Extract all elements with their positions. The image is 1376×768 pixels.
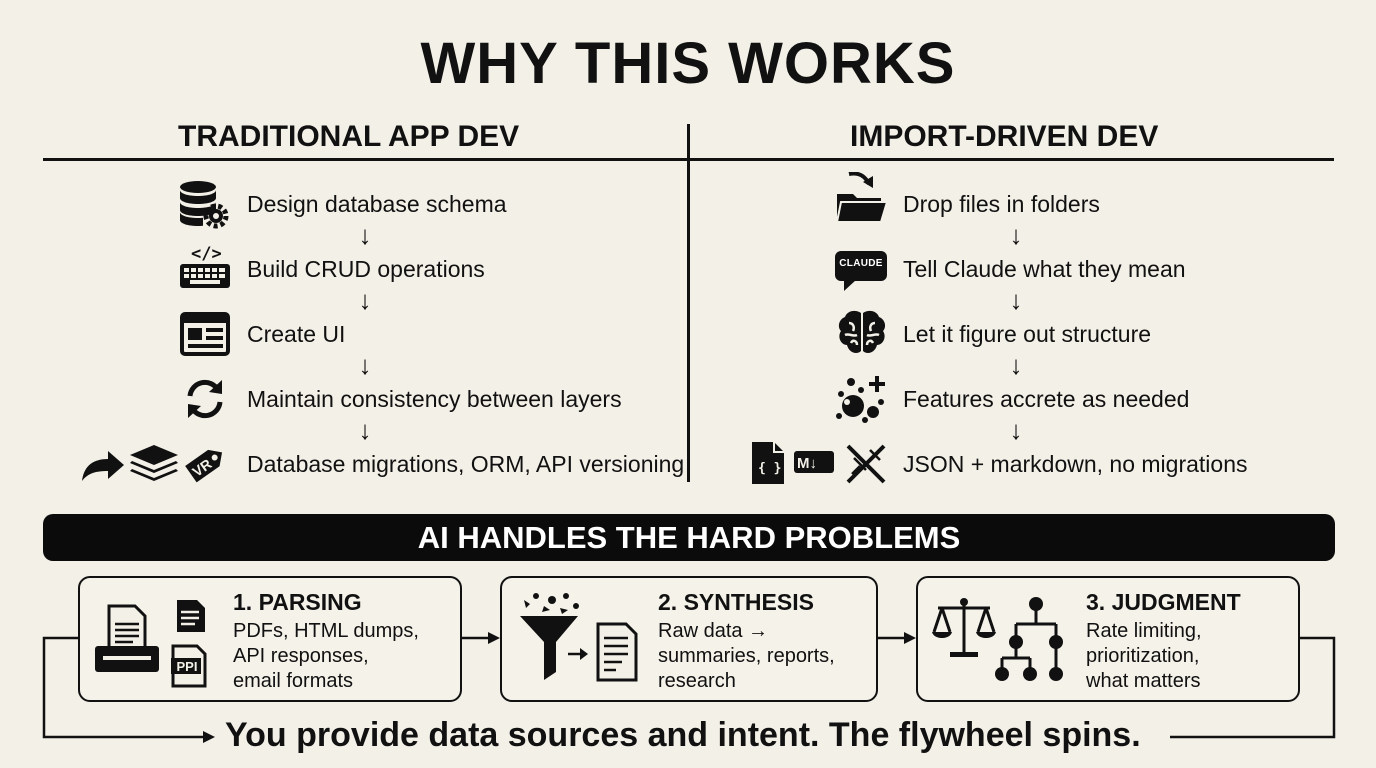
parsing-line: API responses, bbox=[233, 645, 369, 667]
document-scanner-icon: PPI bbox=[93, 598, 219, 690]
sync-arrows-icon bbox=[182, 376, 228, 422]
down-arrow-icon: ↓ bbox=[358, 415, 372, 445]
left-divider bbox=[43, 158, 687, 161]
svg-text:{ }: { } bbox=[758, 461, 781, 476]
down-arrow-icon: ↓ bbox=[1009, 415, 1023, 445]
right-step-1: Drop files in folders bbox=[903, 191, 1100, 217]
right-step-5: JSON + markdown, no migrations bbox=[903, 451, 1248, 477]
synthesis-line: summaries, reports, bbox=[658, 645, 835, 667]
right-step-3: Let it figure out structure bbox=[903, 321, 1152, 347]
database-gear-icon bbox=[178, 180, 230, 230]
down-arrow-icon: ↓ bbox=[358, 350, 372, 380]
claude-speech-bubble-icon: CLAUDE bbox=[834, 250, 888, 292]
svg-text:</>: </> bbox=[191, 244, 222, 264]
right-step-2: Tell Claude what they mean bbox=[903, 256, 1186, 282]
left-step-1: Design database schema bbox=[247, 191, 507, 217]
down-arrow-icon: ↓ bbox=[1009, 285, 1023, 315]
ui-window-icon bbox=[180, 312, 230, 356]
judgment-line: Rate limiting, bbox=[1086, 620, 1202, 642]
parsing-title: 1. PARSING bbox=[233, 589, 362, 615]
import-driven-heading: IMPORT-DRIVEN DEV bbox=[850, 120, 1159, 153]
migration-layers-tag-icon: VR bbox=[80, 441, 232, 487]
json-markdown-no-migration-icon: { } M↓ bbox=[750, 440, 890, 486]
traditional-heading: TRADITIONAL APP DEV bbox=[178, 120, 520, 153]
scales-tree-icon bbox=[930, 594, 1075, 684]
ppi-badge-label: PPI bbox=[176, 659, 198, 674]
judgment-card bbox=[916, 576, 1300, 702]
synthesis-line: research bbox=[658, 670, 736, 692]
parsing-line: email formats bbox=[233, 670, 354, 692]
column-divider bbox=[687, 124, 690, 482]
down-arrow-icon: ↓ bbox=[1009, 350, 1023, 380]
synthesis-title: 2. SYNTHESIS bbox=[658, 589, 814, 615]
left-step-4: Maintain consistency between layers bbox=[247, 386, 622, 412]
left-step-5: Database migrations, ORM, API versioning bbox=[247, 451, 685, 477]
down-arrow-icon: ↓ bbox=[358, 285, 372, 315]
right-divider bbox=[690, 158, 1334, 161]
ai-banner: AI HANDLES THE HARD PROBLEMS bbox=[43, 514, 1335, 561]
left-step-2: Build CRUD operations bbox=[247, 256, 485, 282]
funnel-to-report-icon bbox=[516, 592, 646, 684]
svg-text:M↓: M↓ bbox=[797, 455, 817, 472]
brain-icon bbox=[837, 309, 887, 357]
down-arrow-icon: ↓ bbox=[358, 220, 372, 250]
synthesis-line: Raw data → bbox=[658, 620, 769, 642]
left-step-3: Create UI bbox=[247, 321, 346, 347]
parsing-card bbox=[78, 576, 462, 702]
synthesis-card bbox=[500, 576, 878, 702]
judgment-title: 3. JUDGMENT bbox=[1086, 589, 1241, 615]
claude-badge-label: CLAUDE bbox=[839, 258, 883, 269]
judgment-line: what matters bbox=[1086, 670, 1201, 692]
molecules-plus-icon bbox=[835, 372, 889, 424]
down-arrow-icon: ↓ bbox=[1009, 220, 1023, 250]
parsing-line: PDFs, HTML dumps, bbox=[233, 620, 419, 642]
judgment-line: prioritization, bbox=[1086, 645, 1200, 667]
folder-drop-icon bbox=[835, 172, 889, 226]
right-step-4: Features accrete as needed bbox=[903, 386, 1190, 412]
page-title: WHY THIS WORKS bbox=[420, 31, 956, 96]
code-keyboard-icon: </> bbox=[178, 242, 232, 292]
footer-tagline: You provide data sources and intent. The… bbox=[225, 716, 1141, 754]
